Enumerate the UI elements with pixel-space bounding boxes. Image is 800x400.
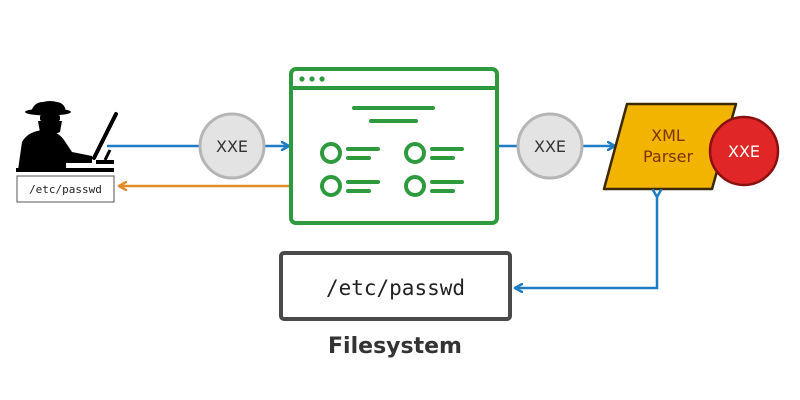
- xxe-forwarded-circle: XXE: [516, 112, 584, 180]
- xml-parser-label-line2: Parser: [643, 147, 693, 166]
- filesystem-file-box: /etc/passwd: [279, 251, 512, 321]
- xml-parser-node: XML Parser: [602, 102, 738, 191]
- xxe-payload-circle: XXE: [198, 112, 266, 180]
- browser-form-icon: [289, 67, 499, 225]
- form-row-icon: [320, 142, 380, 164]
- parser-filesystem-arrow: [516, 196, 657, 288]
- xxe-forwarded-label: XXE: [534, 137, 566, 156]
- xxe-payload-label: XXE: [216, 137, 248, 156]
- attacker-passwd-text: /etc/passwd: [29, 183, 102, 196]
- form-row-icon: [404, 142, 464, 164]
- filesystem-file-text: /etc/passwd: [326, 276, 465, 300]
- xxe-exploit-badge: XXE: [708, 115, 780, 187]
- xxe-exploit-label: XXE: [728, 142, 760, 161]
- hacker-at-computer-icon: [16, 101, 118, 172]
- form-row-icon: [404, 175, 464, 197]
- attacker-passwd-note: /etc/passwd: [16, 175, 115, 203]
- filesystem-caption: Filesystem: [328, 334, 462, 359]
- xml-parser-label-line1: XML: [651, 126, 685, 145]
- form-row-icon: [320, 175, 380, 197]
